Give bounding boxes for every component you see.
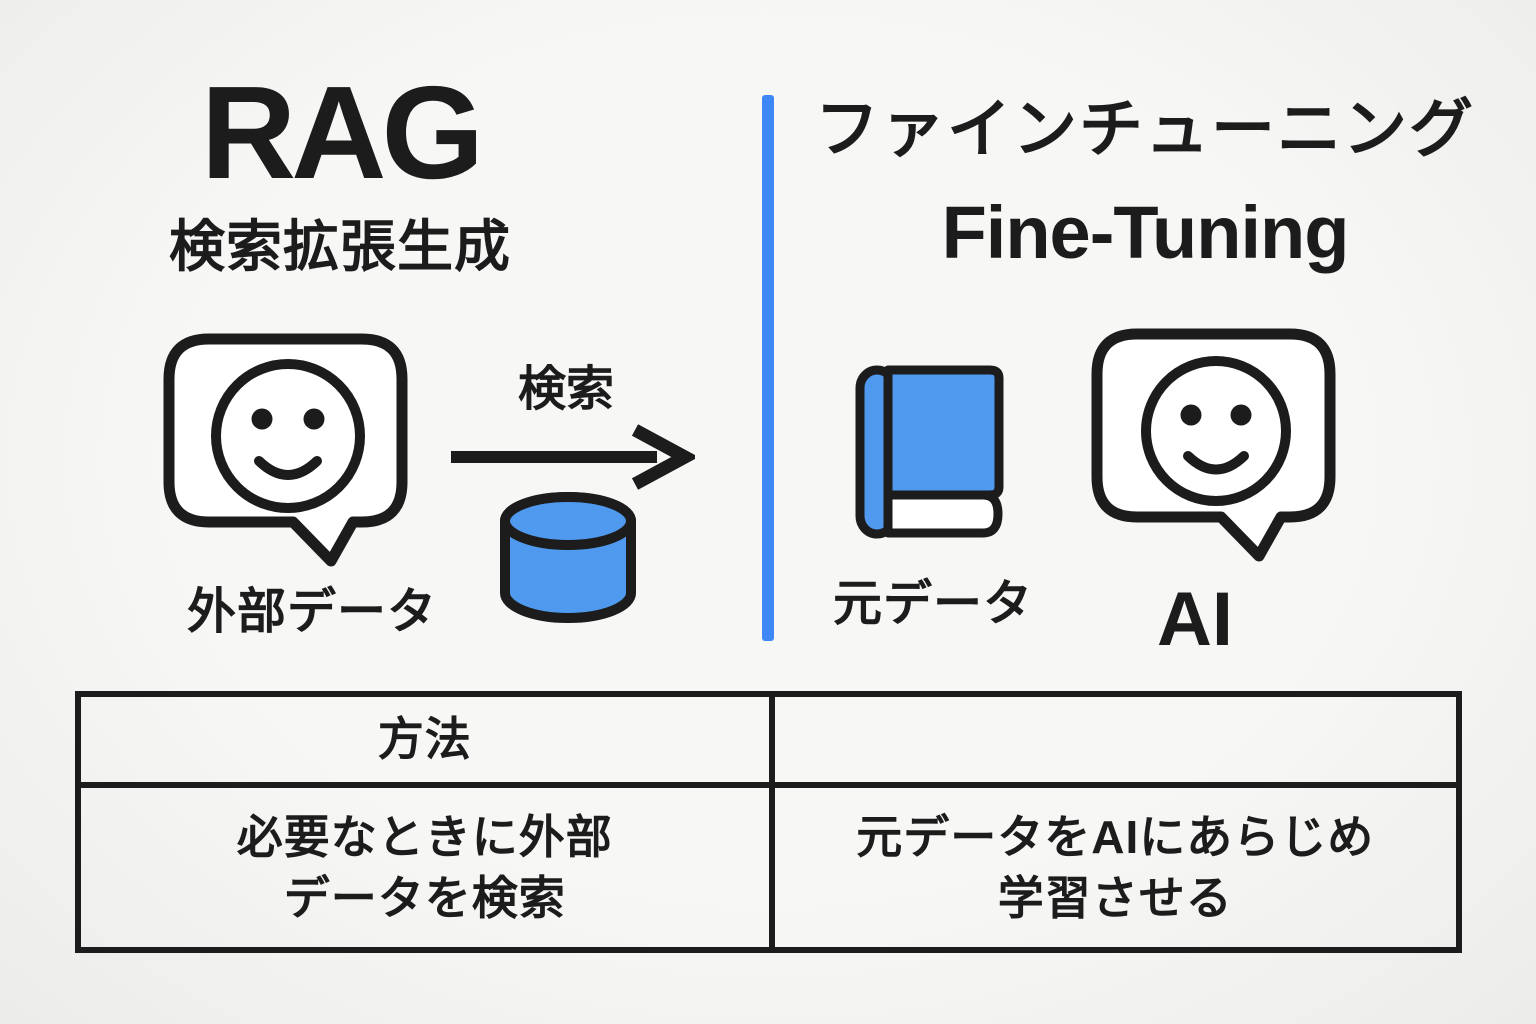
book-svg	[855, 365, 1004, 539]
section-divider	[762, 95, 774, 641]
user-speech-bubble-icon	[163, 333, 413, 573]
arrow-right-icon	[445, 419, 695, 499]
ai-speech-bubble-svg	[1091, 328, 1336, 562]
table-cell-finetuning-method: 元データをAIにあらじめ 学習させる	[768, 788, 1457, 947]
arrow-right-svg	[451, 424, 695, 490]
table-header-row: 方法	[81, 697, 1456, 788]
rag-subtitle: 検索拡張生成	[169, 215, 511, 278]
table-cell-rag-method: 必要なときに外部 データを検索	[236, 810, 613, 924]
user-speech-bubble-svg	[163, 333, 408, 567]
table-header-empty	[768, 697, 1457, 782]
search-arrow-label: 検索	[517, 363, 614, 416]
comparison-table: 方法 必要なときに外部 データを検索 元データをAIにあらじめ 学習させる	[75, 691, 1462, 953]
book-icon	[850, 364, 1010, 546]
ai-caption: AI	[1157, 577, 1233, 662]
database-cylinder-icon	[498, 491, 638, 625]
external-data-caption: 外部データ	[186, 585, 437, 639]
table-body-row: 必要なときに外部 データを検索 元データをAIにあらじめ 学習させる	[81, 788, 1456, 947]
table-header-method: 方法	[377, 713, 472, 766]
finetuning-subtitle: Fine-Tuning	[941, 191, 1350, 274]
source-data-caption: 元データ	[832, 577, 1033, 631]
finetuning-title: ファインチューニング	[815, 93, 1475, 165]
ai-speech-bubble-icon	[1091, 328, 1341, 568]
database-cylinder-svg	[500, 492, 636, 623]
rag-title: RAG	[200, 59, 484, 206]
